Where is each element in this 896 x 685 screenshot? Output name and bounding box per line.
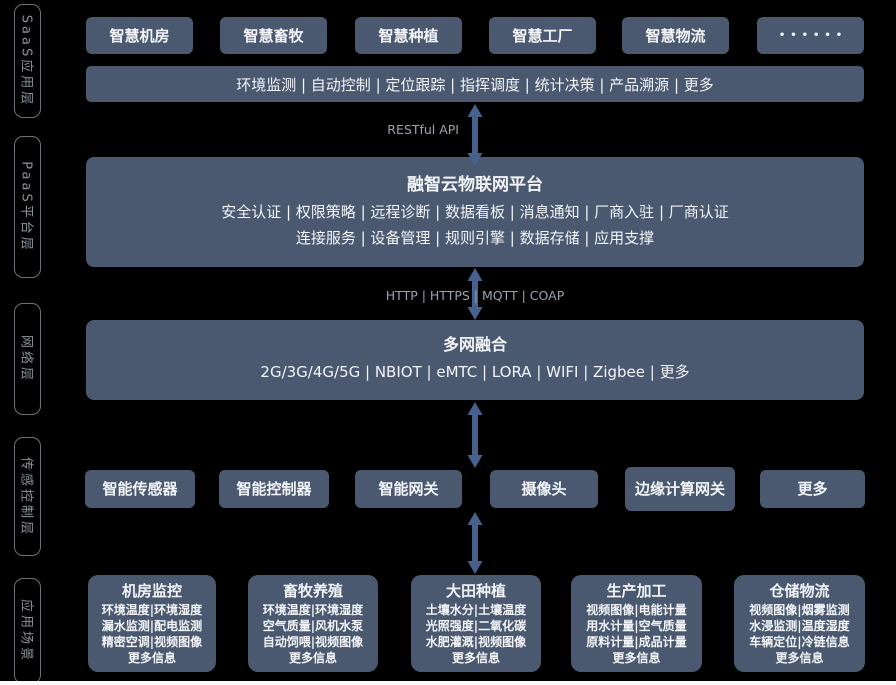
network-title: 多网融合 — [442, 335, 507, 354]
scenario-title: 机房监控 — [121, 582, 182, 600]
device-smart-gateway: 智能网关 — [355, 470, 462, 508]
restful-api-label: RESTful API — [387, 122, 459, 137]
layer-tab-scenarios: 应用场景 — [14, 578, 41, 684]
scenario-title: 仓储物流 — [769, 582, 830, 600]
saas-functions-bar: 环境监测 | 自动控制 | 定位跟踪 | 指挥调度 | 统计决策 | 产品溯源 … — [86, 66, 864, 102]
scenario-more-info: 更多信息 — [127, 651, 176, 665]
device-more: 更多 — [760, 470, 865, 508]
scenario-detail-line: 土壤水分|土壤温度 — [425, 603, 527, 617]
app-smart-factory: 智慧工厂 — [489, 17, 596, 54]
scenario-detail-line: 自动饲喂|视频图像 — [262, 635, 364, 649]
double-arrow-icon — [467, 104, 483, 166]
layer-tab-paas-label: PaaS平台层 — [18, 161, 33, 253]
layer-tab-paas: PaaS平台层 — [14, 136, 41, 278]
scenario-detail-line: 车辆定位|冷链信息 — [749, 635, 850, 649]
scenario-more-info: 更多信息 — [288, 651, 337, 665]
scenario-title: 生产加工 — [606, 582, 667, 600]
scenario-detail-line: 原料计量|成品计量 — [586, 635, 687, 649]
platform-capabilities-line1: 安全认证 | 权限策略 | 远程诊断 | 数据看板 | 消息通知 | 厂商入驻 … — [221, 203, 729, 221]
layer-tab-saas-label: SaaS应用层 — [18, 14, 33, 108]
layer-tab-sensing-control-label: 传感控制层 — [18, 456, 33, 537]
layer-tab-network: 网络层 — [14, 303, 41, 415]
scenario-more-info: 更多信息 — [775, 651, 824, 665]
double-arrow-icon — [467, 402, 483, 468]
bottom-page-edge — [0, 681, 896, 685]
layer-tab-scenarios-label: 应用场景 — [18, 598, 33, 664]
device-edge-computing-gateway: 边缘计算网关 — [625, 467, 735, 511]
scenario-detail-line: 漏水监测|配电监测 — [101, 619, 203, 633]
layer-tab-sensing-control: 传感控制层 — [14, 437, 41, 556]
double-arrow-icon — [467, 268, 483, 320]
scenario-server-room-monitoring: 机房监控 环境温度|环境湿度 漏水监测|配电监测 精密空调|视频图像 更多信息 — [88, 575, 216, 672]
device-smart-controller: 智能控制器 — [219, 470, 329, 508]
scenario-livestock-breeding: 畜牧养殖 环境温度|环境湿度 空气质量|风机水泵 自动饲喂|视频图像 更多信息 — [248, 575, 378, 672]
scenario-more-info: 更多信息 — [451, 651, 500, 665]
layer-tab-saas: SaaS应用层 — [14, 4, 41, 118]
scenario-detail-line: 环境温度|环境湿度 — [262, 603, 364, 617]
scenario-field-planting: 大田种植 土壤水分|土壤温度 光照强度|二氧化碳 水肥灌溉|视频图像 更多信息 — [411, 575, 541, 672]
scenario-detail-line: 环境温度|环境湿度 — [101, 603, 203, 617]
platform-capabilities-line2: 连接服务 | 设备管理 | 规则引擎 | 数据存储 | 应用支撑 — [295, 229, 655, 247]
scenario-title: 畜牧养殖 — [282, 582, 343, 600]
platform-title: 融智云物联网平台 — [407, 175, 543, 195]
app-smart-livestock: 智慧畜牧 — [220, 17, 327, 54]
app-more-ellipsis: •••••• — [757, 17, 864, 54]
protocols-label: HTTP | HTTPS | MQTT | COAP — [385, 288, 565, 303]
device-camera: 摄像头 — [490, 470, 598, 508]
double-arrow-icon — [467, 512, 483, 574]
layer-tab-network-label: 网络层 — [18, 334, 33, 384]
app-smart-logistics: 智慧物流 — [622, 17, 729, 54]
app-smart-server-room: 智慧机房 — [86, 17, 193, 54]
scenario-warehouse-logistics: 仓储物流 视频图像|烟雾监测 水浸监测|温度湿度 车辆定位|冷链信息 更多信息 — [734, 575, 865, 672]
scenario-detail-line: 精密空调|视频图像 — [101, 635, 203, 649]
scenario-production-processing: 生产加工 视频图像|电能计量 用水计量|空气质量 原料计量|成品计量 更多信息 — [571, 575, 702, 672]
network-fusion-box: 多网融合 2G/3G/4G/5G | NBIOT | eMTC | LORA |… — [86, 320, 864, 400]
app-smart-planting: 智慧种植 — [355, 17, 462, 54]
scenario-detail-line: 水肥灌溉|视频图像 — [425, 635, 527, 649]
scenario-detail-line: 视频图像|烟雾监测 — [749, 603, 850, 617]
scenario-detail-line: 光照强度|二氧化碳 — [425, 619, 527, 633]
scenario-title: 大田种植 — [445, 582, 506, 600]
scenario-detail-line: 空气质量|风机水泵 — [262, 619, 364, 633]
scenario-detail-line: 用水计量|空气质量 — [586, 619, 687, 633]
device-smart-sensor: 智能传感器 — [85, 470, 195, 508]
scenario-detail-line: 水浸监测|温度湿度 — [749, 619, 850, 633]
scenario-detail-line: 视频图像|电能计量 — [586, 603, 687, 617]
network-technologies-line: 2G/3G/4G/5G | NBIOT | eMTC | LORA | WIFI… — [260, 363, 690, 381]
paas-platform-box: 融智云物联网平台 安全认证 | 权限策略 | 远程诊断 | 数据看板 | 消息通… — [86, 157, 864, 267]
scenario-more-info: 更多信息 — [612, 651, 661, 665]
